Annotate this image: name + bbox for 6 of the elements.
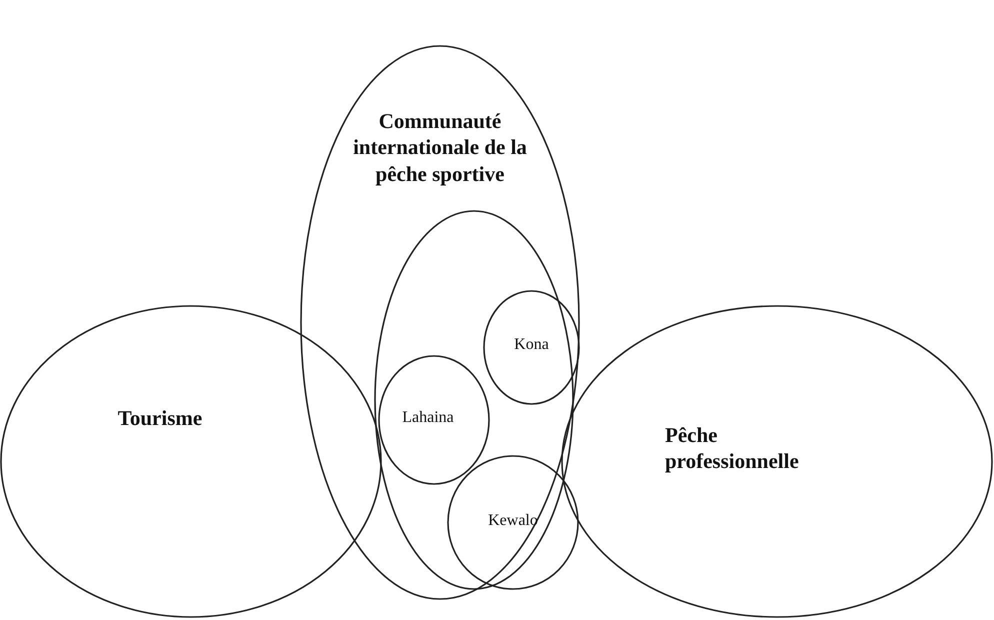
set-label: Communauté internationale de la pêche sportive	[352, 108, 528, 187]
set-label: Lahaina	[401, 408, 455, 428]
set-label: Tourisme	[116, 405, 204, 432]
set-label: Kona	[513, 335, 550, 355]
set-label: Kewalo	[487, 511, 539, 531]
set-label: Pêche professionnelle	[665, 422, 800, 474]
